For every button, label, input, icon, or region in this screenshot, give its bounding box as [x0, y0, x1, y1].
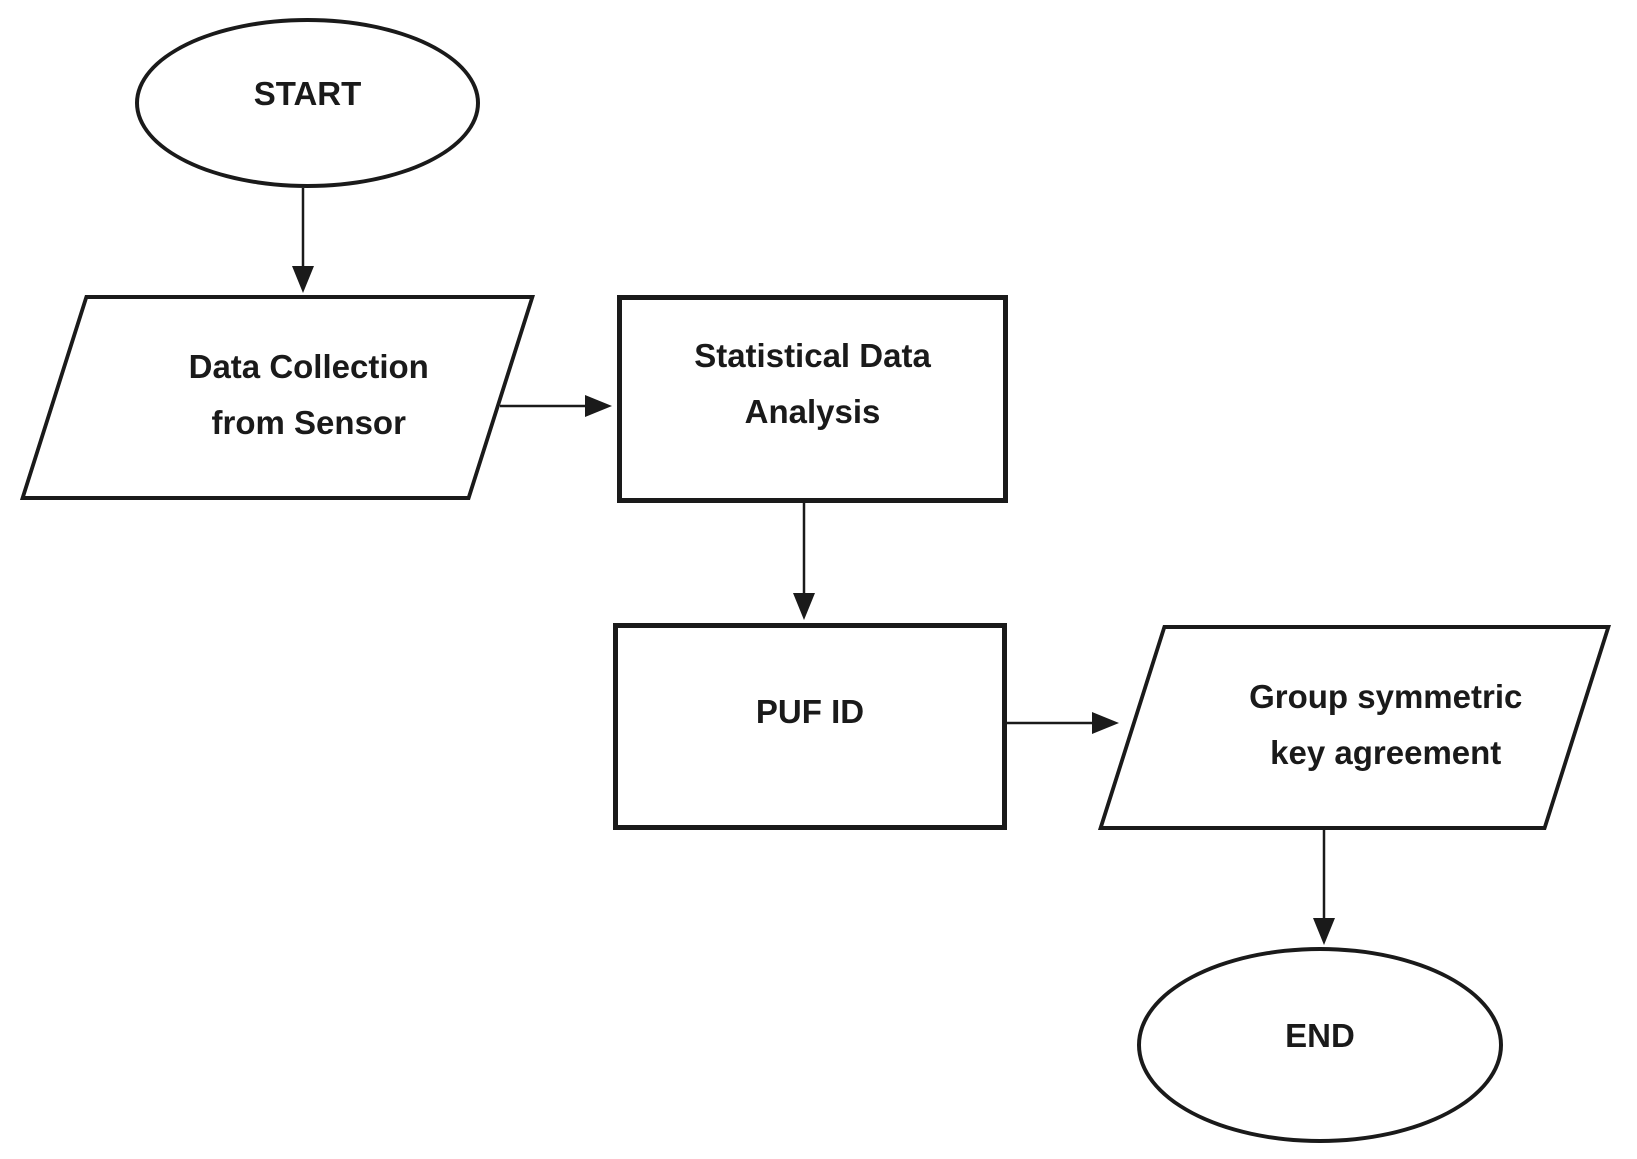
- node-group-symmetric-key-agreement: Group symmetric key agreement: [1097, 625, 1611, 830]
- node-statistical-data-analysis: Statistical Data Analysis: [617, 295, 1008, 503]
- node-data-collection-label-line-2: from Sensor: [211, 403, 406, 441]
- node-data-collection-label: Data Collection from Sensor: [88, 299, 530, 496]
- node-statistical-data-analysis-label-line-2: Analysis: [744, 393, 881, 430]
- node-group-symmetric-key-agreement-label-line-2: key agreement: [1270, 733, 1502, 771]
- node-statistical-data-analysis-label-line-1: Statistical Data: [694, 337, 931, 374]
- node-puf-id: PUF ID: [613, 623, 1007, 830]
- node-data-collection-label-line-1: Data Collection: [188, 347, 429, 385]
- node-puf-id-label-line-1: PUF ID: [755, 692, 865, 730]
- edge-statistical-data-analysis-to-puf-id: [793, 503, 815, 620]
- node-end-label-line-1: END: [1285, 1017, 1355, 1054]
- node-group-symmetric-key-agreement-label: Group symmetric key agreement: [1166, 629, 1606, 826]
- edge-start-to-data-collection: [292, 188, 314, 293]
- node-start-label-line-1: START: [253, 75, 362, 112]
- node-puf-id-label: PUF ID: [618, 628, 1002, 825]
- edge-puf-id-to-group-symmetric-key-agreement: [1007, 712, 1119, 734]
- node-end: END: [1137, 947, 1503, 1143]
- node-group-symmetric-key-agreement-label-line-1: Group symmetric: [1249, 677, 1523, 715]
- node-start-label: START: [139, 22, 476, 184]
- node-data-collection: Data Collection from Sensor: [19, 295, 536, 500]
- node-statistical-data-analysis-label: Statistical Data Analysis: [622, 300, 1003, 498]
- edge-group-symmetric-key-agreement-to-end: [1313, 830, 1335, 945]
- node-start: START: [135, 18, 480, 188]
- node-end-label: END: [1141, 951, 1499, 1139]
